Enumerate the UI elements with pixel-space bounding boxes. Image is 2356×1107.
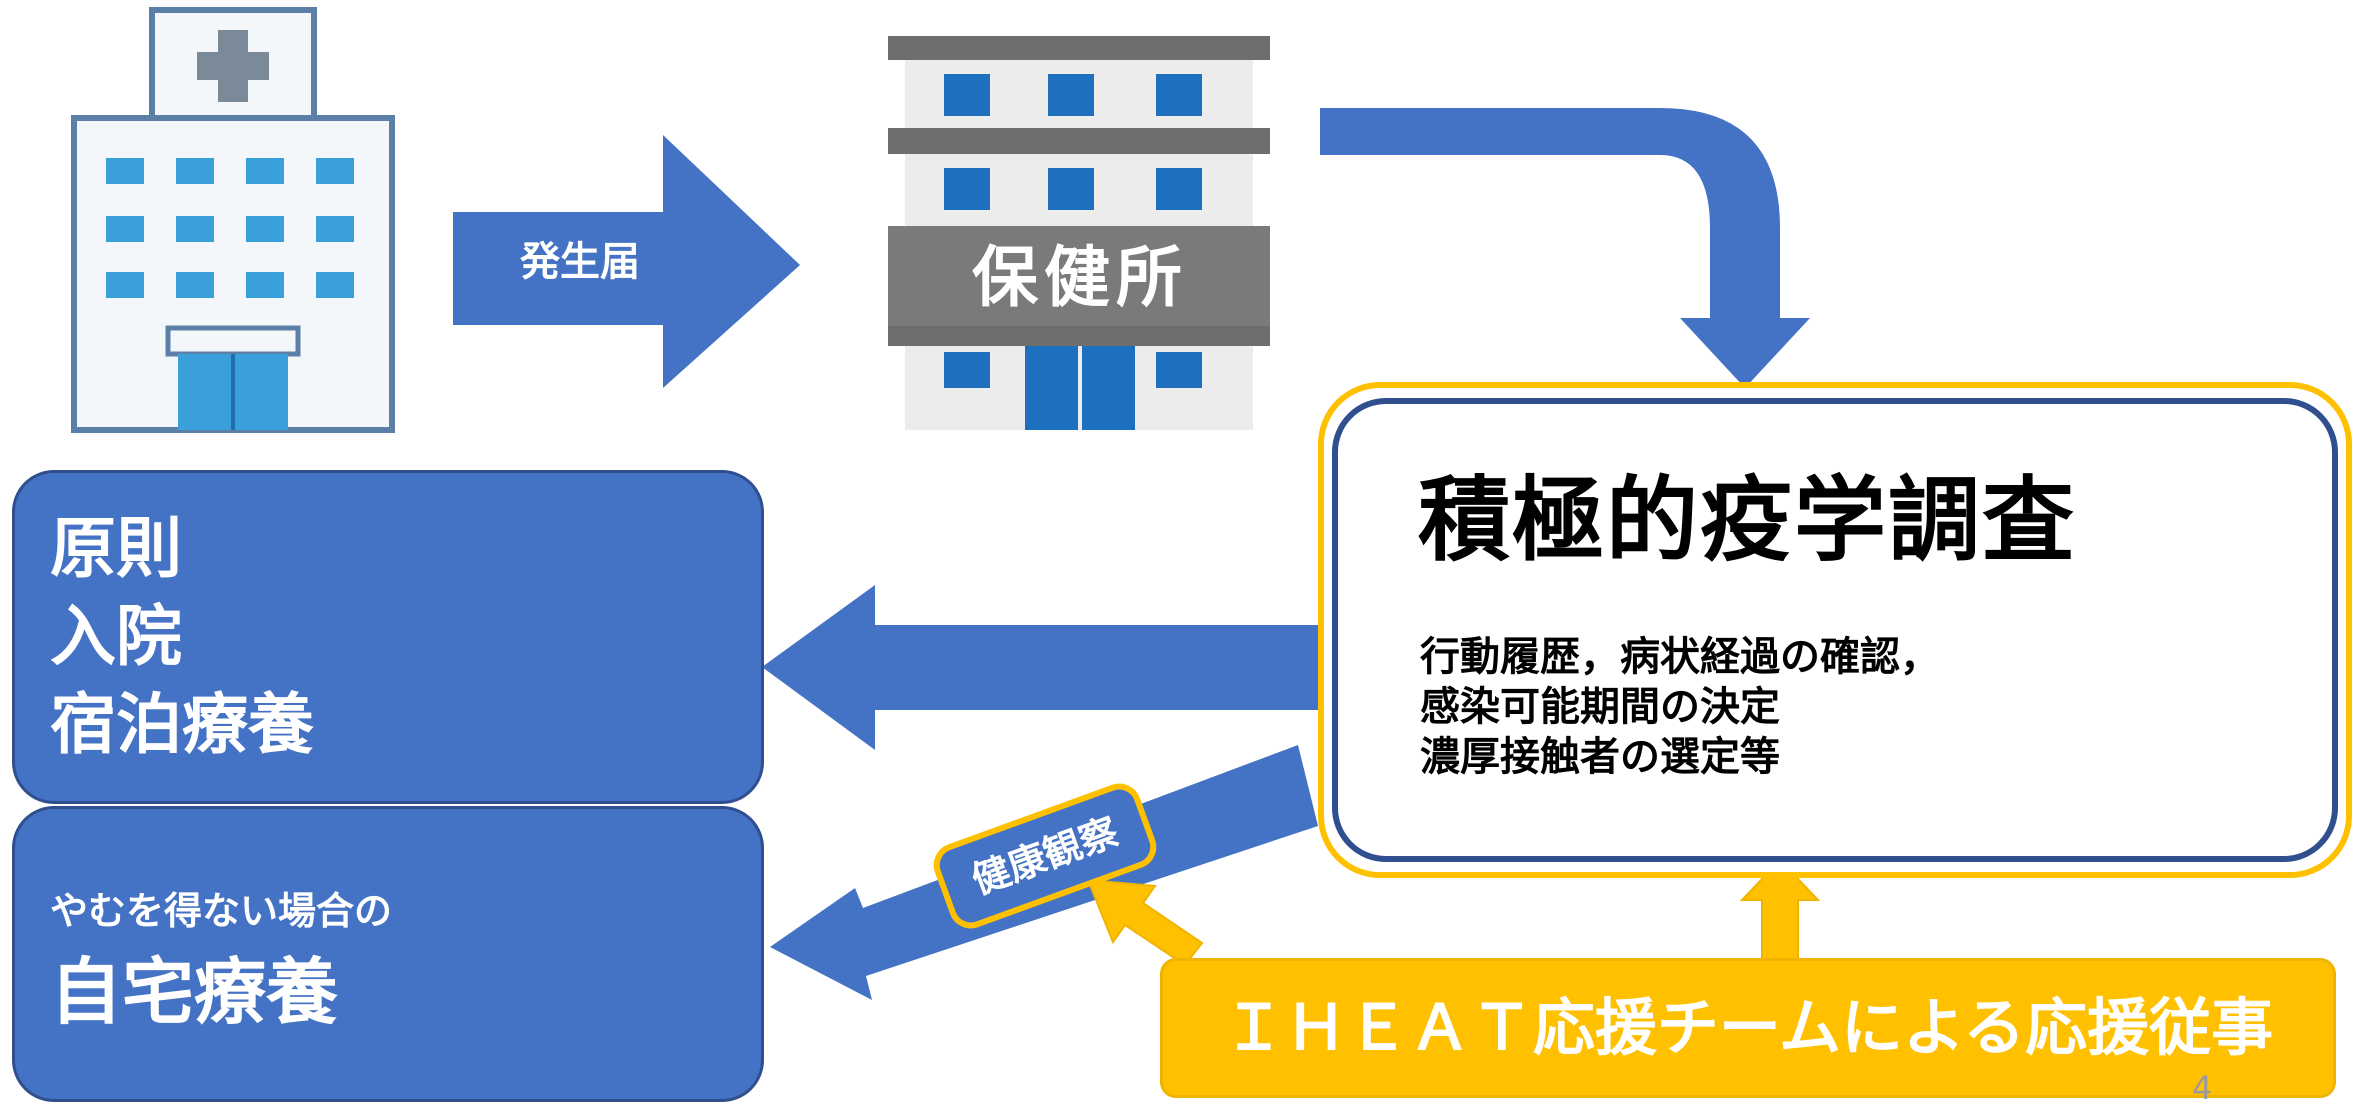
to-principle-arrow [762,585,1318,750]
iheat-up-arrow [1739,858,1821,961]
iheat-diagonal-arrow [1086,878,1204,967]
iheat-label: ＩＨＥＡＴ応援チームによる応援従事 [1222,991,2274,1064]
investigation-detail-line: 濃厚接触者の選定等 [1420,734,1780,780]
notification-arrow [453,135,800,388]
home-box-small-text: やむを得ない場合の [50,889,393,933]
investigation-detail-line: 感染可能期間の決定 [1420,684,1780,730]
hospital-icon [71,7,395,433]
investigation-panel [1332,398,2338,862]
principle-box-text: 原則 入院 宿泊療養 [50,505,314,769]
health-center-building-icon [888,36,1270,430]
curved-arrow [1320,108,1810,388]
investigation-title: 積極的疫学調査 [1418,467,2077,574]
principle-box [12,470,764,804]
home-box-big-text: 自宅療養 [50,950,339,1034]
investigation-details: 行動履歴，病状経過の確認， 感染可能期間の決定 濃厚接触者の選定等 [1420,632,1940,782]
home-box [12,806,764,1102]
principle-line: 宿泊療養 [50,686,314,763]
investigation-detail-line: 行動履歴，病状経過の確認， [1420,634,1940,680]
notification-label: 発生届 [520,239,640,285]
health-center-sign: 保健所 [972,239,1188,316]
principle-line: 原則 [50,510,182,587]
iheat-banner: ＩＨＥＡＴ応援チームによる応援従事 [1160,958,2336,1098]
page-number: 4 [2192,1069,2213,1107]
principle-line: 入院 [50,598,182,675]
